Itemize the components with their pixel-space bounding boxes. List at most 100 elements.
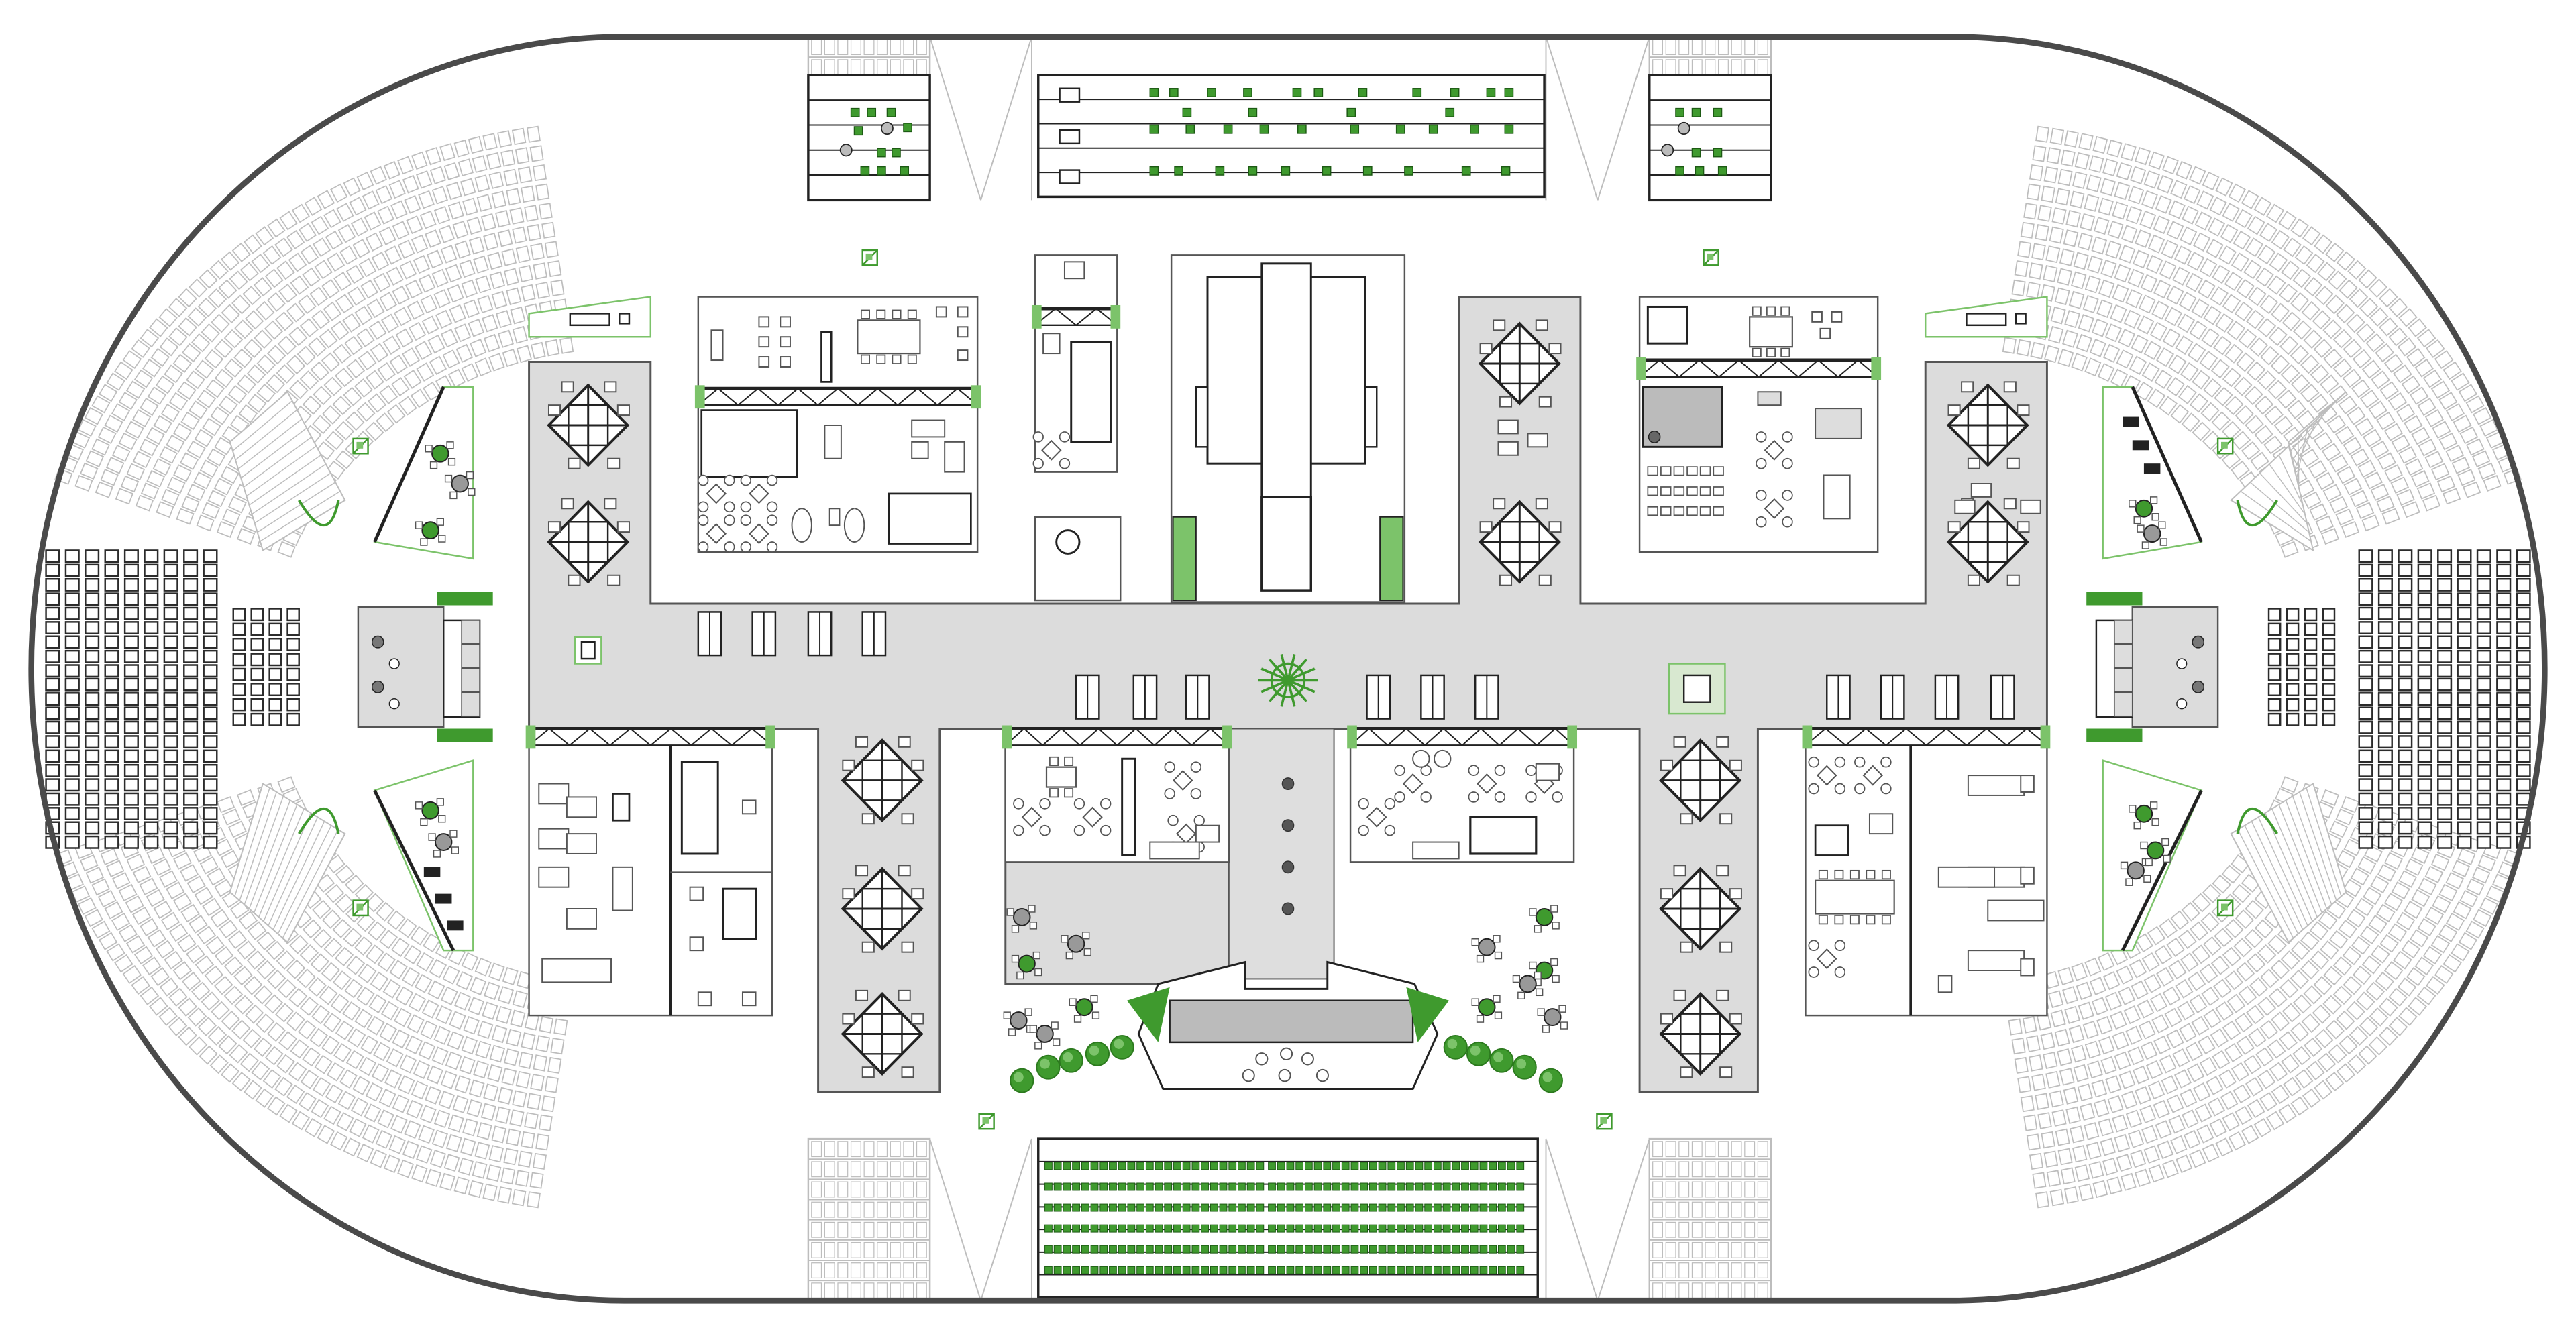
grandstand-seat-icon (2064, 310, 2080, 329)
green-seat-icon (1405, 1266, 1414, 1274)
grandstand-seat-icon (2358, 720, 2373, 734)
green-seat-icon (1109, 1266, 1117, 1274)
stairway-step (2297, 437, 2300, 488)
grandstand-seat-icon (2437, 763, 2453, 777)
grandstand-seat-icon (2417, 749, 2432, 763)
grandstand-seat-icon (122, 350, 142, 369)
grandstand-seat-icon (2398, 635, 2413, 649)
grandstand-seat-icon (250, 608, 264, 622)
grandstand-seat-icon (391, 377, 410, 397)
grandstand-seat-icon (203, 835, 218, 849)
chair-icon (2129, 805, 2137, 813)
grandstand-seat-icon (386, 266, 404, 286)
grandstand-seat-icon (144, 749, 159, 763)
grandstand-seat-icon (496, 310, 512, 329)
grandstand-seat-icon (188, 278, 208, 298)
display-stand-icon (722, 887, 757, 940)
grandstand-seat-icon (239, 1052, 259, 1072)
green-seat-icon (1164, 1162, 1173, 1170)
green-seat-icon (1182, 1245, 1191, 1254)
grandstand-seat-icon (2162, 986, 2181, 1006)
grandstand-seat-icon (431, 1046, 449, 1066)
grandstand-seat-icon (2292, 320, 2312, 340)
grandstand-seat-icon (2189, 320, 2208, 340)
green-seat-icon (1358, 88, 1368, 97)
grandstand-seat-icon (2118, 329, 2136, 348)
chair-icon (1190, 761, 1202, 773)
grandstand-seat-icon (2457, 649, 2472, 663)
grandstand-seat-icon (2304, 608, 2318, 622)
grandstand-seat-icon (2210, 286, 2229, 306)
chair-icon (1083, 948, 1091, 956)
chair-icon (724, 474, 735, 486)
counter-icon (612, 793, 631, 822)
grandstand-seat-icon (104, 635, 119, 649)
grandstand-seat-icon (2069, 1125, 2085, 1144)
grandstand-seat-icon (232, 683, 246, 697)
grandstand-seat-icon (2097, 952, 2115, 971)
grandstand-seat-icon (2080, 1103, 2096, 1121)
grandstand-seat-icon (2496, 677, 2512, 691)
grandstand-seat-icon (459, 1056, 476, 1075)
grandstand-seat-icon (452, 220, 469, 239)
grandstand-seat-icon (104, 664, 119, 678)
grandstand-seat-icon (144, 621, 159, 635)
grandstand-seat-icon (2280, 541, 2299, 558)
green-seat-icon (1497, 1182, 1506, 1191)
grandstand-seat-icon (2082, 1020, 2099, 1040)
chair-icon (1384, 824, 1396, 836)
green-seat-icon (1173, 1245, 1181, 1254)
grandstand-seat-icon (435, 1005, 453, 1025)
chair-icon (1766, 306, 1776, 316)
grandstand-seat-icon (527, 1093, 541, 1110)
green-seat-icon (1173, 1162, 1181, 1170)
grandstand-seat-icon (247, 921, 267, 940)
grandstand-seat-icon (2398, 720, 2413, 734)
plant-icon (1596, 1113, 1613, 1130)
green-seat-icon (1109, 1182, 1117, 1191)
grandstand-seat-icon (182, 343, 201, 363)
stool-icon (1535, 498, 1548, 510)
grandstand-seat-icon (163, 549, 178, 563)
grandstand-seat-icon (149, 318, 168, 337)
grandstand-seat-icon (2180, 1089, 2198, 1108)
chair-icon (1782, 431, 1793, 443)
grandstand-seat-icon (2257, 370, 2277, 390)
grandstand-seat-icon (2445, 444, 2465, 463)
grandstand-seat-icon (183, 706, 199, 720)
grandstand-seat-icon (2379, 317, 2398, 337)
grandstand-seat-icon (2277, 389, 2297, 409)
grandstand-seat-icon (163, 677, 178, 691)
green-seat-icon (1470, 1224, 1479, 1233)
stool-icon (1680, 1066, 1693, 1078)
grandstand-seat-icon (97, 426, 117, 445)
grandstand-seat-icon (2358, 621, 2373, 635)
grandstand-seat-icon (2175, 979, 2194, 999)
grandstand-seat-icon (2457, 592, 2472, 606)
grandstand-seat-icon (2178, 1023, 2197, 1042)
grandstand-seat-icon (2178, 384, 2197, 404)
stool-icon (1719, 813, 1733, 825)
grandstand-seat-icon (2235, 405, 2255, 425)
green-seat-icon (1507, 1162, 1515, 1170)
stool-icon (1535, 319, 1548, 331)
grandstand-seat-icon (491, 190, 507, 209)
grandstand-seat-icon (2398, 749, 2413, 763)
grandstand-seat-icon (172, 353, 193, 373)
green-seat-icon (1507, 1245, 1515, 1254)
chair-icon (1099, 798, 1112, 810)
green-seat-icon (1268, 1245, 1276, 1254)
grandstand-seat-icon (242, 286, 262, 306)
green-seat-icon (1470, 1162, 1479, 1170)
stool-icon (1660, 1013, 1674, 1025)
grandstand-seat-icon (539, 1015, 554, 1034)
grandstand-seat-icon (99, 932, 118, 950)
grandstand-seat-icon (454, 240, 471, 259)
grandstand-seat-icon (186, 484, 206, 501)
chair-icon (1756, 457, 1767, 469)
grandstand-seat-icon (104, 621, 119, 635)
stool-icon (758, 316, 770, 328)
grandstand-seat-icon (2166, 377, 2185, 397)
grandstand-seat-icon (342, 313, 361, 333)
chair-icon (438, 815, 446, 823)
